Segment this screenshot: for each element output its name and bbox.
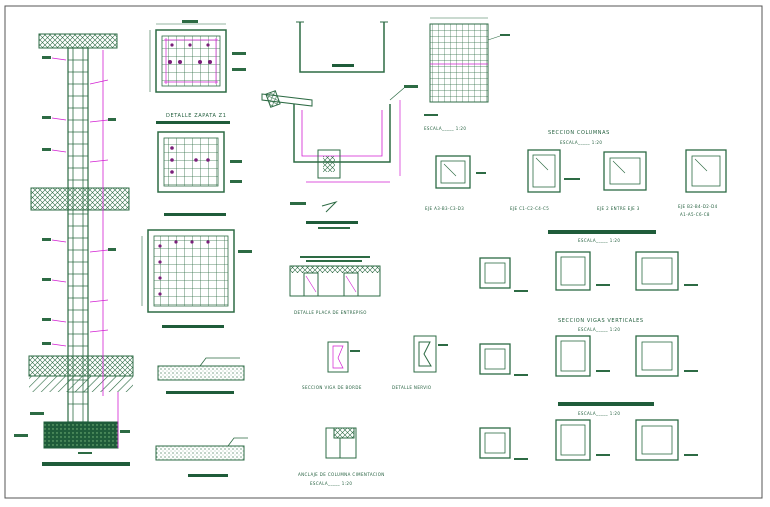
column-sections: SECCION COLUMNAS ESCALA_____ 1:20 EJE A3… xyxy=(425,130,727,217)
seccion-vigas-verticales-label: SECCION VIGAS VERTICALES xyxy=(558,318,644,324)
beam-reinforcement-section xyxy=(261,85,418,229)
nervio-detail: DETALLE NERVIO xyxy=(392,335,448,390)
escala-c-label: ESCALA_____ 1:20 xyxy=(578,238,620,243)
detalle-placa-label: DETALLE PLACA DE ENTREPISO xyxy=(294,310,367,315)
seccion-columnas-label: SECCION COLUMNAS xyxy=(548,130,610,136)
slab-plate-detail: DETALLE PLACA DE ENTREPISO xyxy=(289,256,381,315)
column-rebar-mesh: ESCALA_____ 1:20 xyxy=(424,17,510,131)
sheet-border xyxy=(4,5,763,499)
escala-a-label: ESCALA_____ 1:20 xyxy=(424,126,466,131)
u-channel-section xyxy=(296,21,388,73)
col-b-label: EJE C1-C2-C4-C5 xyxy=(510,206,549,211)
escala-d-label: ESCALA_____ 1:20 xyxy=(578,327,620,332)
slab-section-2 xyxy=(155,437,248,477)
escala-b-label: ESCALA_____ 1:20 xyxy=(560,140,602,145)
col-a-label: EJE A3-B3-C3-D3 xyxy=(425,206,464,211)
beam-sections-row1: ESCALA_____ 1:20 xyxy=(479,230,698,292)
col-d2-label: A1-A5-C6-C8 xyxy=(680,212,710,217)
beam-sections-row2: SECCION VIGAS VERTICALES ESCALA_____ 1:2… xyxy=(479,318,698,377)
slab-section-1 xyxy=(157,357,245,394)
footing-plan-z1: DETALLE ZAPATA Z1 xyxy=(149,20,246,124)
footing-plan-z3 xyxy=(141,229,252,328)
escala-f-label: ESCALA_____ 1:20 xyxy=(310,481,352,486)
anclaje-label: ANCLAJE DE COLUMNA CIMENTACION xyxy=(298,472,385,477)
col-d-label: EJE B2-B4-D2-D4 xyxy=(678,204,718,209)
viga-borde-label: SECCION VIGA DE BORDE xyxy=(302,385,362,390)
viga-borde-section: SECCION VIGA DE BORDE xyxy=(302,341,362,390)
col-c-label: EJE 2 ENTRE EJE 3 xyxy=(597,206,640,211)
anclaje-detail: ANCLAJE DE COLUMNA CIMENTACION ESCALA___… xyxy=(298,427,385,486)
column-elevation xyxy=(14,33,134,466)
detalle-nervio-label: DETALLE NERVIO xyxy=(392,385,431,390)
beam-sections-row3: ESCALA_____ 1:20 xyxy=(479,402,698,461)
detalle-zapata-label: DETALLE ZAPATA Z1 xyxy=(166,113,226,119)
footing-plan-z2 xyxy=(157,131,242,216)
escala-e-label: ESCALA_____ 1:20 xyxy=(578,411,620,416)
